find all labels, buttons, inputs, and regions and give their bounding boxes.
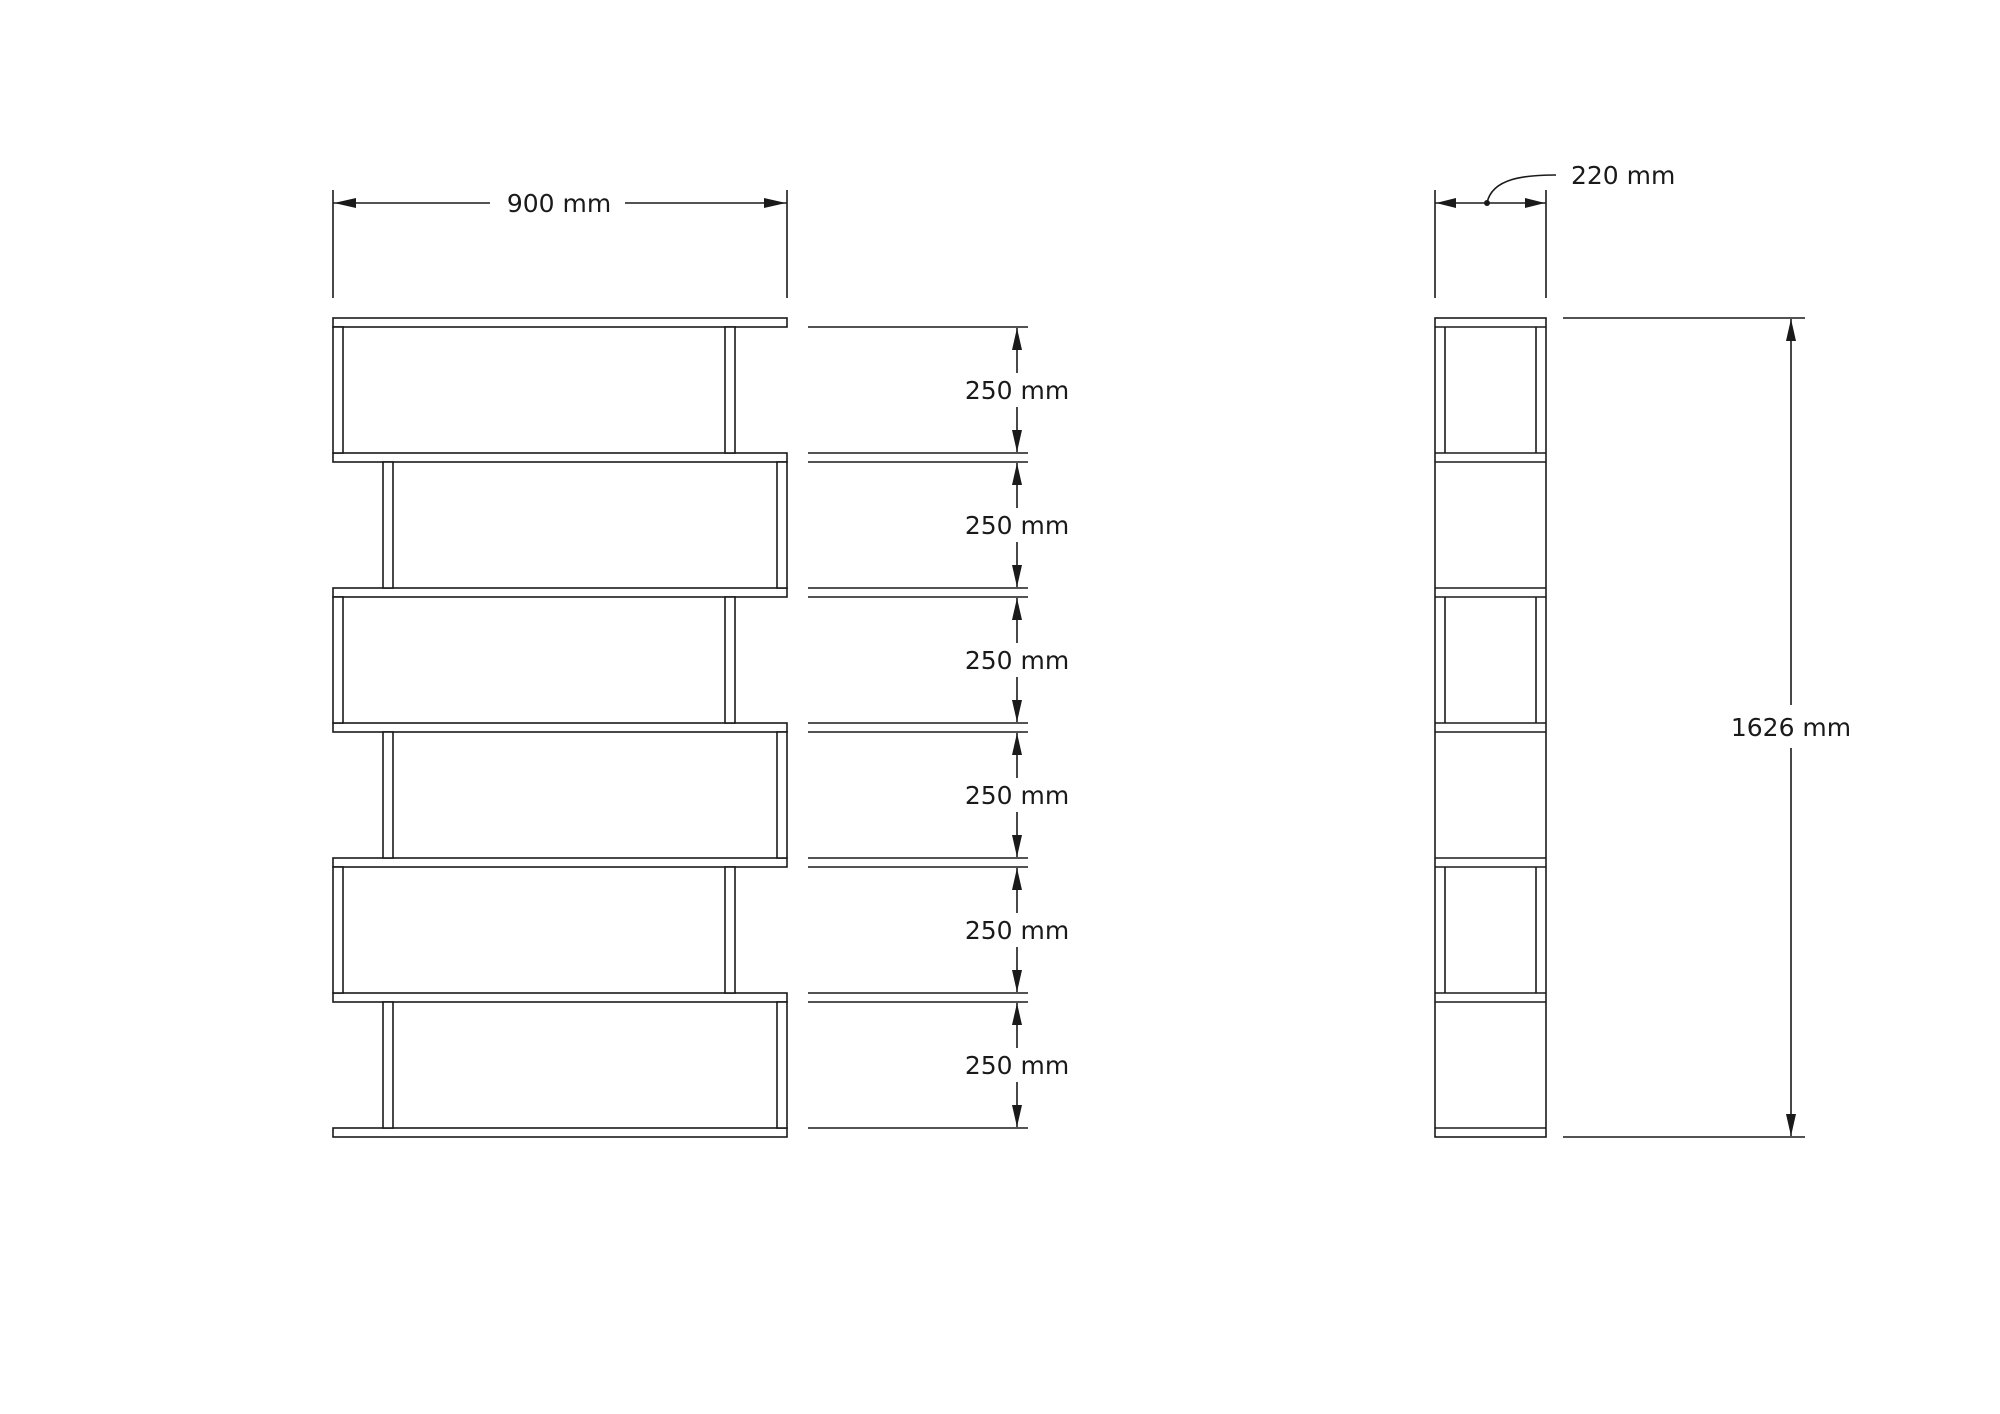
- upright-2-right: [776, 461, 788, 589]
- width-dimension: 900 mm: [332, 189, 788, 298]
- shelf-5: [332, 857, 788, 868]
- spacing-label-2: 250 mm: [965, 511, 1069, 540]
- depth-dimension: 220 mm: [1434, 161, 1675, 298]
- upright-4-left: [382, 731, 394, 859]
- upright-6-right: [776, 1001, 788, 1129]
- shelf-1: [332, 317, 788, 328]
- upright-1-left: [332, 326, 344, 454]
- upright-3-right: [724, 596, 736, 724]
- spacing-label-1: 250 mm: [965, 376, 1069, 405]
- depth-label: 220 mm: [1571, 161, 1675, 190]
- shelf-4: [332, 722, 788, 733]
- spacing-label-6: 250 mm: [965, 1051, 1069, 1080]
- height-label: 1626 mm: [1731, 713, 1851, 742]
- front-view: 900 mm 250 mm 250: [332, 189, 1069, 1138]
- shelf-3: [332, 587, 788, 598]
- upright-2-left: [382, 461, 394, 589]
- upright-4-right: [776, 731, 788, 859]
- front-shelves: [332, 317, 788, 1138]
- shelf-6: [332, 992, 788, 1003]
- upright-3-left: [332, 596, 344, 724]
- shelf-spacing-dimensions: 250 mm 250 mm 250 mm 250 mm 250 mm: [808, 326, 1069, 1129]
- side-panel-edges: [1444, 327, 1537, 993]
- side-view: 220 mm 1626 mm: [1434, 161, 1851, 1138]
- height-dimension: 1626 mm: [1563, 317, 1851, 1138]
- shelf-7: [332, 1127, 788, 1138]
- side-shelves: [1435, 326, 1546, 1129]
- upright-6-left: [382, 1001, 394, 1129]
- shelf-2: [332, 452, 788, 463]
- spacing-label-5: 250 mm: [965, 916, 1069, 945]
- side-outline: [1434, 317, 1547, 1138]
- front-uprights: [332, 326, 788, 1129]
- spacing-label-4: 250 mm: [965, 781, 1069, 810]
- upright-5-left: [332, 866, 344, 994]
- upright-1-right: [724, 326, 736, 454]
- upright-5-right: [724, 866, 736, 994]
- width-label: 900 mm: [507, 189, 611, 218]
- spacing-label-3: 250 mm: [965, 646, 1069, 675]
